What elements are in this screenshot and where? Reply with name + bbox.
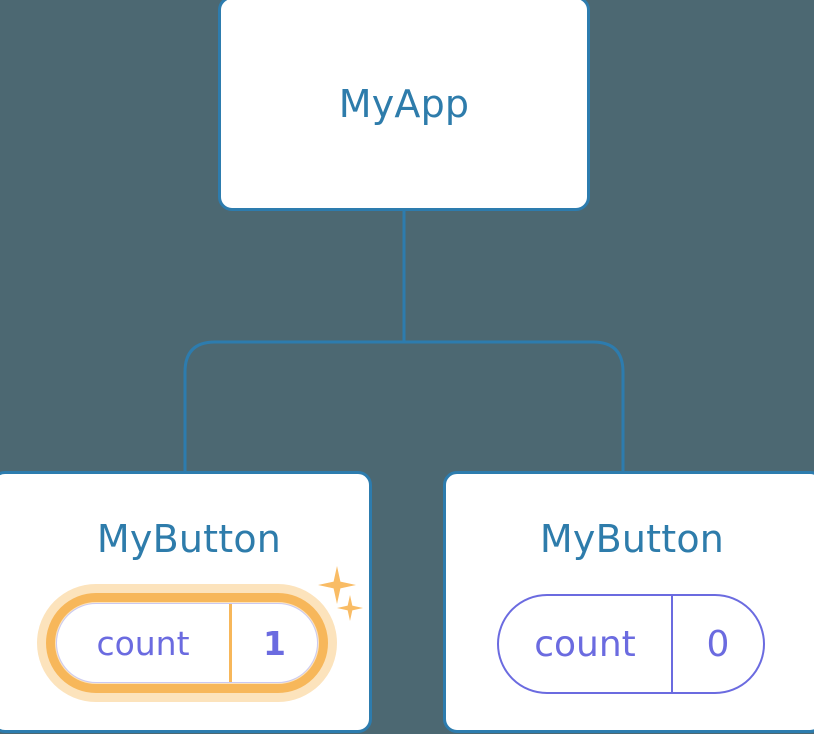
prop-pill-left[interactable]: count 1 bbox=[56, 603, 318, 683]
prop-pill-left-wrap: count 1 bbox=[37, 584, 347, 702]
edge-branch-bar bbox=[183, 340, 625, 471]
prop-key-right: count bbox=[534, 623, 636, 665]
node-mybutton-left-body: MyButton count 1 bbox=[3, 474, 375, 730]
prop-pill-right[interactable]: count 0 bbox=[497, 594, 765, 694]
node-mybutton-right-body: MyButton count 0 bbox=[446, 474, 814, 730]
prop-value-right: 0 bbox=[671, 596, 763, 692]
node-mybutton-left-title-wrap: MyButton bbox=[3, 517, 375, 561]
node-mybutton-left[interactable]: MyButton count 1 bbox=[0, 471, 372, 733]
prop-pill-right-wrap: count 0 bbox=[497, 584, 775, 694]
node-mybutton-right[interactable]: MyButton count 0 bbox=[443, 471, 814, 733]
node-mybutton-right-title-wrap: MyButton bbox=[446, 517, 814, 561]
node-myapp-title: MyApp bbox=[338, 81, 470, 126]
node-myapp[interactable]: MyApp bbox=[218, 0, 590, 211]
prop-value-left: 1 bbox=[229, 604, 317, 682]
prop-pill-highlight-ring bbox=[46, 593, 328, 693]
node-mybutton-left-title: MyButton bbox=[96, 517, 282, 561]
node-mybutton-right-title: MyButton bbox=[539, 517, 725, 561]
prop-key-left: count bbox=[96, 623, 190, 663]
